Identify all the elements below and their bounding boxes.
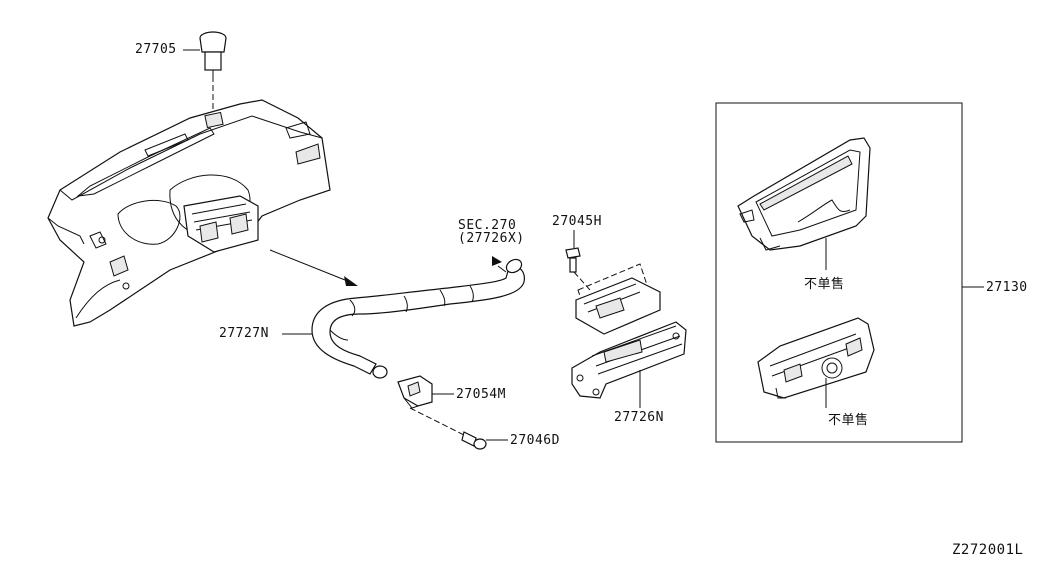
label-not-sold-upper: 不单售 (804, 277, 845, 292)
dash-27046D (409, 407, 471, 439)
label-27046D: 27046D (510, 433, 560, 448)
control-unit-27726N (571, 263, 687, 399)
instrument-panel (47, 99, 331, 327)
label-not-sold-lower: 不单售 (828, 413, 869, 428)
finisher-panel-upper (737, 137, 871, 251)
label-27054M: 27054M (456, 387, 506, 402)
label-27705: 27705 (135, 42, 177, 57)
label-27727N: 27727N (219, 326, 269, 341)
direction-arrow (269, 249, 358, 286)
dash-27045H (573, 271, 591, 291)
label-27726N: 27726N (614, 410, 664, 425)
label-sec-270: SEC.270 (458, 218, 517, 233)
sec-arrow (492, 256, 507, 273)
label-sec-270-ref: (27726X) (458, 231, 525, 246)
label-27130: 27130 (986, 280, 1028, 295)
drawing-id: Z272001L (952, 542, 1024, 558)
screw-27046D (461, 431, 487, 450)
assembly-box-27130 (715, 102, 963, 443)
screw-27045H (565, 247, 581, 273)
aspirator-hose-27727N (311, 258, 525, 379)
bracket-27054M (397, 375, 433, 409)
sensor-27705 (199, 31, 227, 76)
label-27045H: 27045H (552, 214, 602, 229)
ac-control-panel-lower (757, 317, 875, 399)
